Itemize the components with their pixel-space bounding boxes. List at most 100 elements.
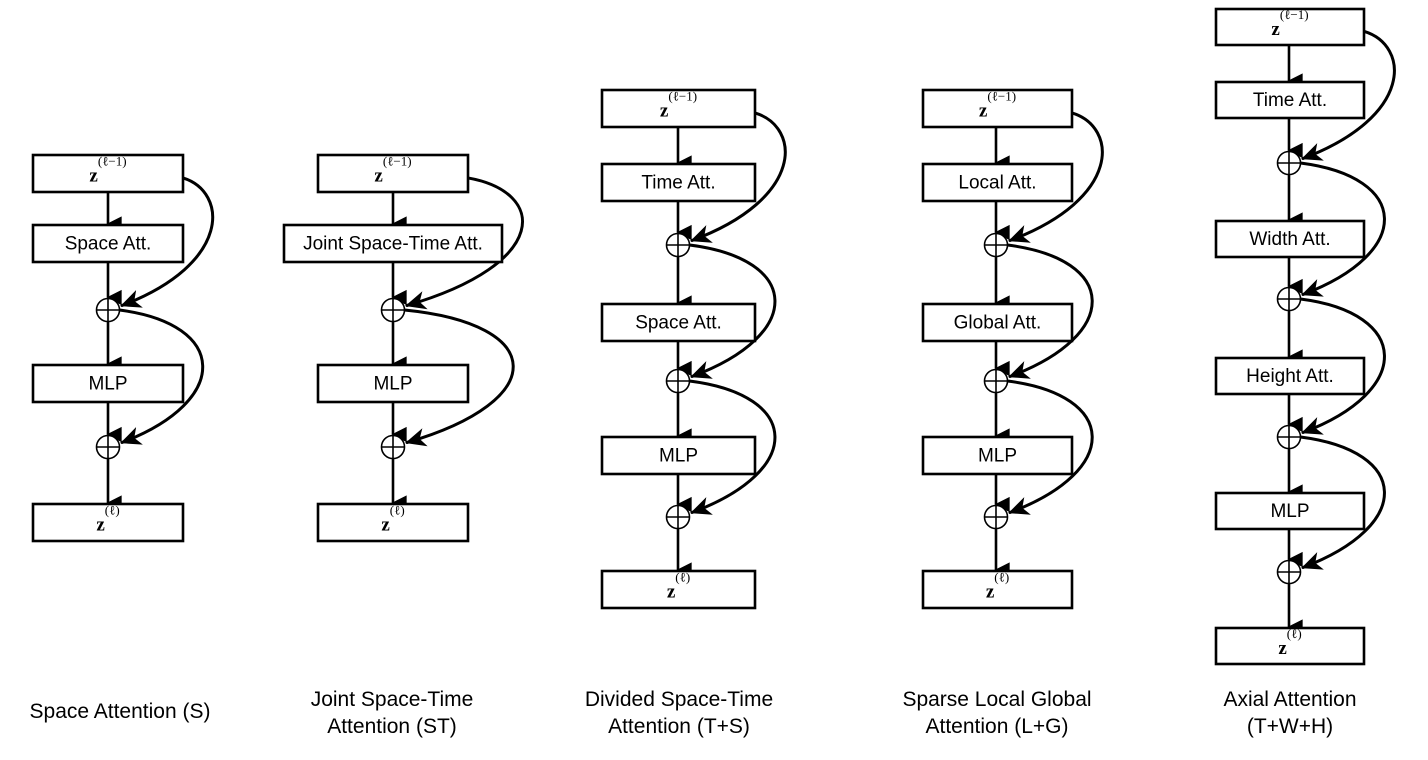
- global-att-block-label: Global Att.: [954, 313, 1042, 334]
- mlp-block: MLP: [921, 435, 1074, 476]
- time-att-block-label: Time Att.: [1253, 90, 1327, 111]
- global-att-block: Global Att.: [921, 302, 1074, 343]
- skip-input-to-add1: [120, 176, 214, 308]
- input-block-rect: [921, 88, 1074, 129]
- caption-axial-attention: Axial Attention(T+W+H): [1223, 688, 1356, 738]
- input-block-label: z(ℓ−1): [374, 154, 411, 187]
- output-block-label: z(ℓ): [96, 503, 119, 536]
- input-block: z(ℓ−1): [1214, 7, 1366, 47]
- time-att-block-rect: [1214, 80, 1366, 120]
- input-block-rect: [600, 88, 757, 129]
- local-att-block-rect: [921, 162, 1074, 203]
- output-block-label: z(ℓ): [381, 503, 404, 536]
- skip-add1-to-add2: [688, 243, 777, 379]
- width-att-block-rect: [1214, 219, 1366, 259]
- caption-space-attention: Space Attention (S): [30, 700, 211, 723]
- input-block: z(ℓ−1): [316, 153, 470, 194]
- residual-add-3: [983, 504, 1009, 530]
- input-block-rect: [1214, 7, 1366, 47]
- space-att-block-label: Space Att.: [65, 234, 152, 255]
- output-block-rect: [1214, 626, 1366, 666]
- space-att-block: Space Att.: [31, 223, 185, 264]
- height-att-block-rect: [1214, 356, 1366, 396]
- residual-add-3: [1276, 424, 1302, 450]
- input-block: z(ℓ−1): [31, 153, 185, 194]
- residual-add-1: [380, 297, 406, 323]
- mlp-block-rect: [600, 435, 757, 476]
- residual-add-2: [1276, 286, 1302, 312]
- mlp-block: MLP: [1214, 491, 1366, 531]
- space-att-block-rect: [600, 302, 757, 343]
- height-att-block-label: Height Att.: [1246, 366, 1334, 387]
- mlp-block-rect: [316, 363, 470, 404]
- input-block-label: z(ℓ−1): [1271, 7, 1308, 40]
- width-att-block: Width Att.: [1214, 219, 1366, 259]
- skip-add1-to-add2: [403, 308, 515, 447]
- mlp-block-label: MLP: [659, 446, 698, 467]
- output-block: z(ℓ): [31, 502, 185, 543]
- residual-add-1: [983, 232, 1009, 258]
- output-block: z(ℓ): [1214, 626, 1366, 666]
- output-block-rect: [600, 569, 757, 610]
- mlp-block-label: MLP: [373, 374, 412, 395]
- column-joint-space-time-attention: z(ℓ−1) Joint Space-Time Att. MLP z(ℓ) Joint …: [282, 153, 524, 738]
- residual-add-1: [95, 297, 121, 323]
- column-divided-space-time-attention: z(ℓ−1) Time Att. Space Att. MLP z(ℓ) Divided …: [585, 88, 787, 738]
- output-block-label: z(ℓ): [667, 570, 690, 603]
- time-att-block-label: Time Att.: [641, 173, 715, 194]
- mlp-block: MLP: [600, 435, 757, 476]
- input-block-label: z(ℓ−1): [89, 154, 126, 187]
- skip-add1-to-add2: [118, 308, 205, 445]
- input-block: z(ℓ−1): [600, 88, 757, 129]
- local-att-block: Local Att.: [921, 162, 1074, 203]
- space-att-block-label: Space Att.: [635, 313, 722, 334]
- output-block-label: z(ℓ): [986, 570, 1009, 603]
- mlp-block: MLP: [316, 363, 470, 404]
- residual-add-4: [1276, 559, 1302, 585]
- input-block-label: z(ℓ−1): [660, 89, 697, 122]
- time-att-block: Time Att.: [1214, 80, 1366, 120]
- space-att-block: Space Att.: [600, 302, 757, 343]
- space-att-block-rect: [31, 223, 185, 264]
- residual-add-1: [665, 232, 691, 258]
- residual-add-2: [95, 434, 121, 460]
- skip-input-to-add1: [405, 176, 524, 310]
- input-block-rect: [31, 153, 185, 194]
- joint-space-time-att-block-label: Joint Space-Time Att.: [303, 234, 483, 255]
- joint-space-time-att-block-rect: [282, 223, 504, 264]
- time-att-block-rect: [600, 162, 757, 203]
- time-att-block: Time Att.: [600, 162, 757, 203]
- output-block-rect: [31, 502, 185, 543]
- skip-input-to-add1: [1301, 29, 1396, 161]
- column-axial-attention: z(ℓ−1) Time Att. Width Att. Height Att. MLP z…: [1214, 7, 1396, 738]
- mlp-block-label: MLP: [1270, 501, 1309, 522]
- skip-add1-to-add2: [1006, 243, 1094, 379]
- skip-add3-to-add4: [1299, 435, 1386, 570]
- height-att-block: Height Att.: [1214, 356, 1366, 396]
- input-block: z(ℓ−1): [921, 88, 1074, 129]
- mlp-block: MLP: [31, 363, 185, 404]
- mlp-block-label: MLP: [978, 446, 1017, 467]
- skip-add2-to-add3: [1006, 379, 1094, 515]
- output-block-label: z(ℓ): [1278, 626, 1301, 659]
- skip-add2-to-add3: [1299, 297, 1386, 435]
- skip-add1-to-add2: [1299, 161, 1386, 297]
- mlp-block-rect: [1214, 491, 1366, 531]
- residual-add-2: [983, 368, 1009, 394]
- output-block: z(ℓ): [600, 569, 757, 610]
- skip-input-to-add1: [690, 111, 787, 243]
- residual-add-3: [665, 504, 691, 530]
- input-block-label: z(ℓ−1): [979, 89, 1016, 122]
- joint-space-time-att-block: Joint Space-Time Att.: [282, 223, 504, 264]
- output-block-rect: [921, 569, 1074, 610]
- mlp-block-label: MLP: [88, 374, 127, 395]
- mlp-block-rect: [31, 363, 185, 404]
- local-att-block-label: Local Att.: [958, 173, 1036, 194]
- width-att-block-label: Width Att.: [1249, 229, 1330, 250]
- input-block-rect: [316, 153, 470, 194]
